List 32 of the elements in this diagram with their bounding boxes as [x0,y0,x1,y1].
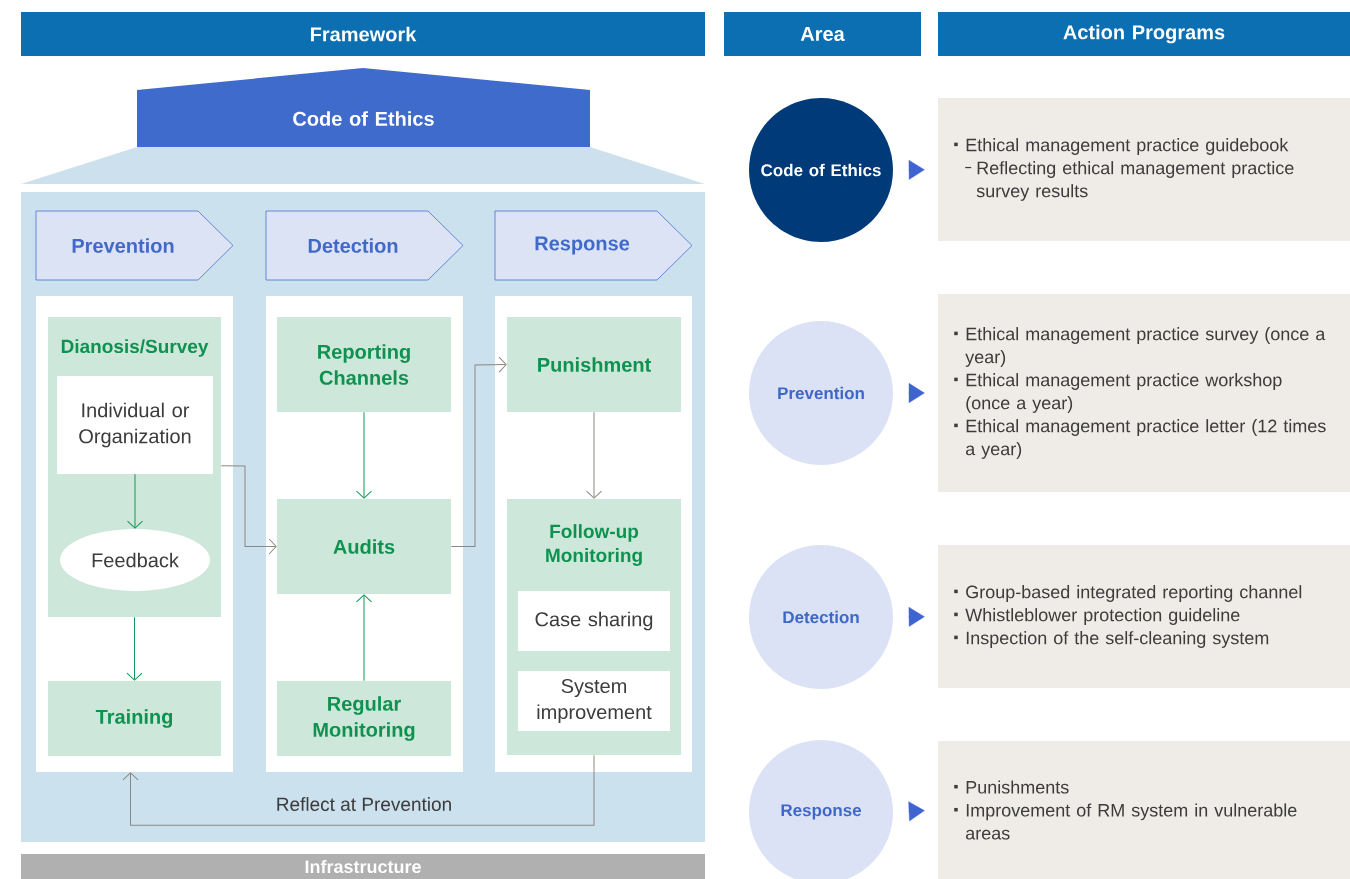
program-box: Ethical management practice guidebook Reflecting ethical management practice survey results [938,98,1350,241]
arrow [126,616,143,681]
header-bar: Area [724,12,921,56]
process-box: Punishment [507,317,681,412]
arrow [356,594,372,682]
stage-banner: Detection [265,210,464,281]
arrow [450,356,507,547]
text-box: Case sharing [518,591,670,651]
arrow [908,606,925,627]
arrow [356,411,372,499]
infrastructure-bar: Infrastructure [21,854,705,879]
text-box: System improvement [518,671,670,731]
arrow [908,801,925,822]
stage-banner: Response [494,210,693,281]
process-box: Training [48,681,221,756]
process-box: Regular Monitoring [277,681,451,756]
header-bar: Action Programs [938,12,1350,56]
arrow [908,159,925,180]
edge-label: Reflect at Prevention [273,795,455,813]
arrow [586,411,602,499]
arrow [122,754,595,826]
text-box: Individual or Organization [57,376,213,474]
header-bar: Framework [21,12,705,56]
process-box: Reporting Channels [277,317,451,412]
stage-banner: Prevention [35,210,234,281]
program-box: Group-based integrated reporting channel Whistleblower protection guideline Inspection of the self-cleaning system [938,545,1350,688]
program-box: Punishments Improvement of RM system in vulnerable areas [938,741,1350,879]
program-box: Ethical management practice survey (once a year) Ethical management practice workshop (once a year) Ethical management practice letter (12 times a year) [938,294,1350,492]
arrow [220,465,277,555]
process-box: Audits [277,499,451,594]
arrow [127,473,143,529]
arrow [908,383,925,403]
